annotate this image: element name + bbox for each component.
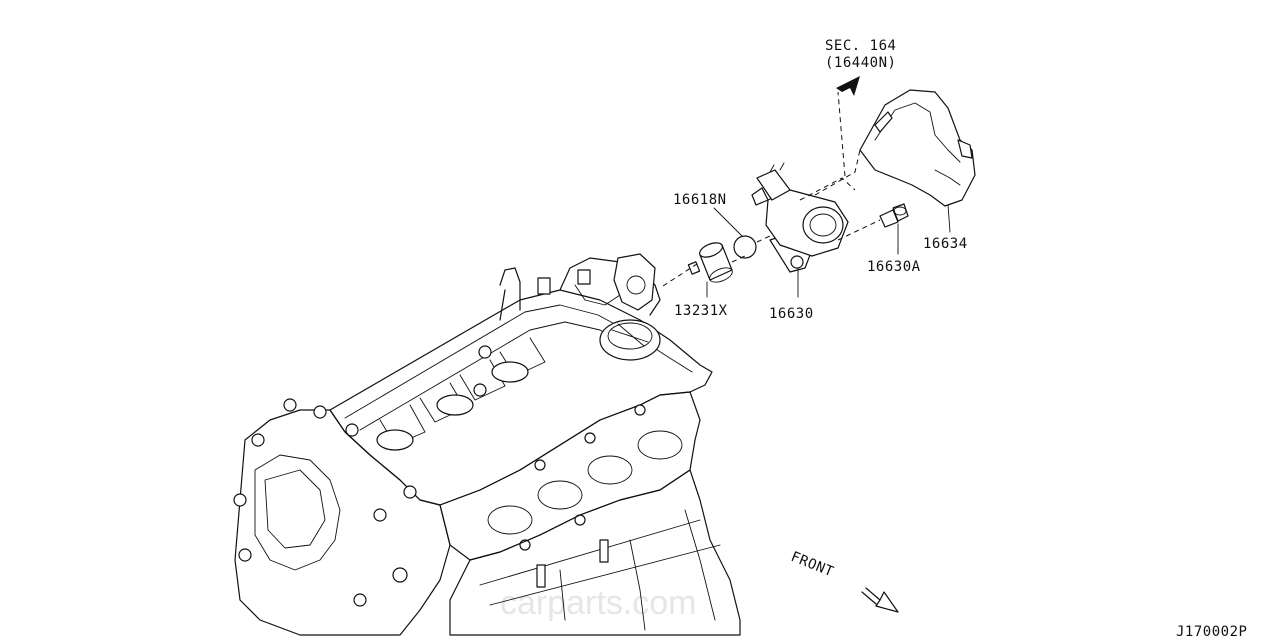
- bushing-13231X: [687, 242, 733, 283]
- figure-code: J170002P: [1176, 624, 1247, 640]
- engine-head-drawing: [233, 253, 741, 636]
- front-arrow-icon: [865, 587, 899, 613]
- cover-16634: [859, 89, 976, 207]
- watermark: carparts.com: [500, 584, 697, 622]
- sec-reference-line1: SEC. 164: [825, 38, 896, 54]
- alignment-lines: [662, 91, 881, 287]
- part-label-13231X: 13231X: [674, 303, 728, 319]
- front-label: FRONT: [789, 549, 836, 581]
- part-label-16630: 16630: [769, 306, 814, 322]
- sec-reference-line2: (16440N): [825, 55, 896, 71]
- part-label-16634: 16634: [923, 236, 968, 252]
- part-label-16618N: 16618N: [673, 192, 727, 208]
- sec-arrow-icon: [836, 76, 860, 96]
- bolt-16630A: [879, 203, 909, 228]
- part-label-16630A: 16630A: [867, 259, 921, 275]
- leader-lines: [706, 204, 951, 298]
- o-ring-16618N: [733, 235, 757, 259]
- solenoid-valve-16630: [751, 162, 849, 273]
